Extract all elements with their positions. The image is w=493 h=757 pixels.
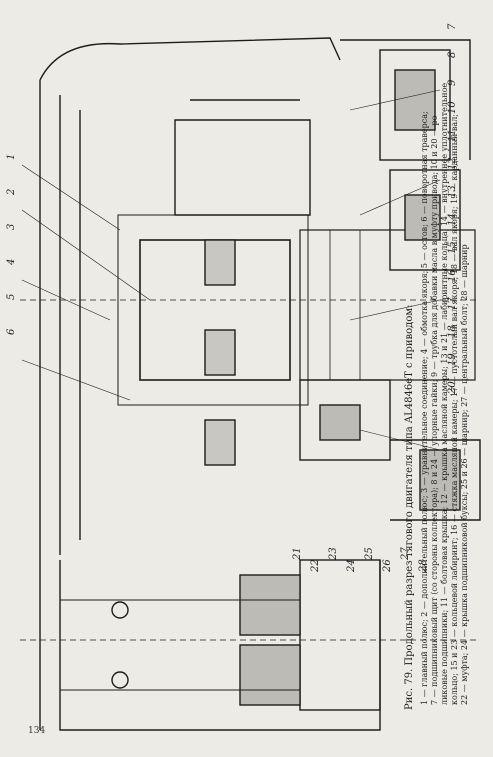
- callout-number: 25: [364, 547, 375, 561]
- callout-number: 1: [6, 154, 17, 160]
- callout-number: 19: [447, 353, 458, 366]
- callout-number: 17: [447, 297, 458, 310]
- legend-line: ликовые подшипники; 11 — болтовая крышка…: [440, 82, 449, 705]
- callout-number: 13: [447, 185, 458, 198]
- callout-number: 22: [310, 559, 321, 573]
- callout-number: 18: [447, 325, 458, 338]
- legend-line: кольцо; 15 и 23 — кольцевой лабиринт; 16…: [450, 114, 459, 705]
- callout-number: 24: [346, 559, 357, 573]
- callout-number: 28: [418, 559, 429, 573]
- legend-line: 22 — муфта; 24 — крышка подшипниковой бу…: [460, 244, 469, 705]
- legend-line: 1 — главный полюс; 2 — дополнительный по…: [420, 111, 429, 705]
- callout-number: 10: [447, 101, 458, 114]
- callout-number: 3: [6, 224, 17, 230]
- callout-number: 14: [447, 213, 458, 226]
- page-number: 134: [28, 726, 46, 736]
- callout-number: 4: [6, 259, 17, 266]
- callout-number: 6: [6, 328, 17, 335]
- legend-line: 7 — подшипниковый щит (со стороны коллек…: [430, 112, 439, 705]
- figure-caption-title: Рис. 79. Продольный разрез тягового двиг…: [404, 304, 415, 711]
- callout-number: 23: [328, 547, 339, 561]
- callout-number: 20: [447, 381, 458, 395]
- callout-number: 2: [6, 189, 17, 196]
- callout-number: 5: [6, 294, 17, 300]
- callout-number: 26: [382, 559, 393, 573]
- callout-number: 12: [447, 157, 458, 170]
- callout-number: 9: [447, 79, 458, 86]
- callout-number: 8: [447, 52, 458, 58]
- callout-number: 15: [447, 241, 458, 254]
- callout-number: 11: [447, 129, 458, 142]
- callout-number: 16: [447, 269, 458, 282]
- callout-number: 21: [292, 547, 303, 561]
- callout-number: 7: [447, 23, 458, 30]
- callout-number: 27: [400, 547, 411, 561]
